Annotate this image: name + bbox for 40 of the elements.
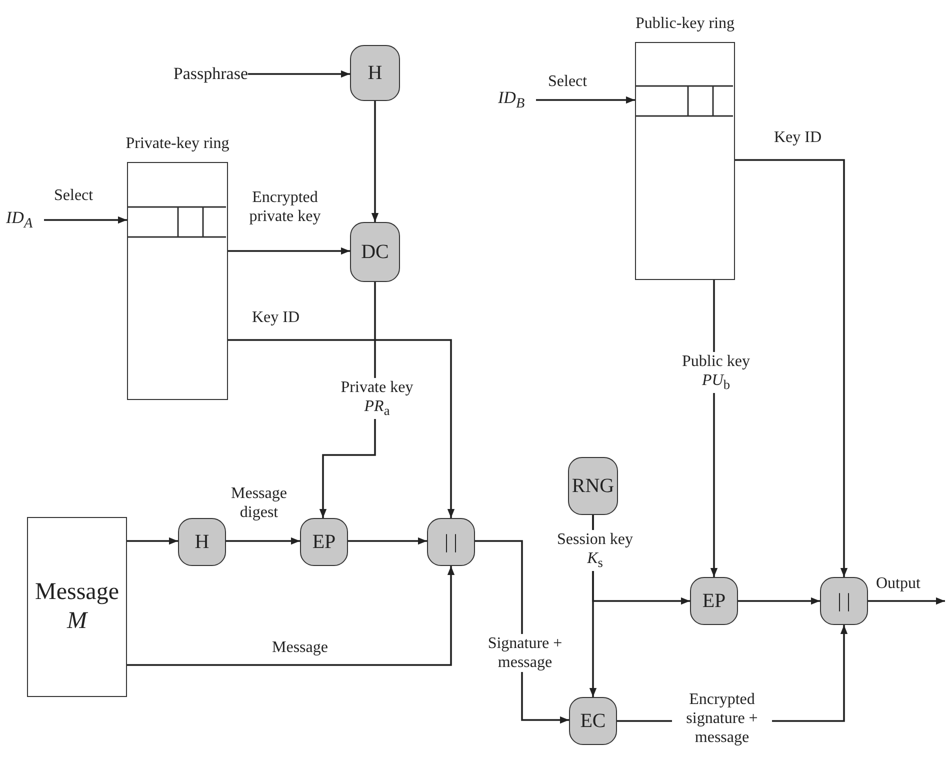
operation-box — [350, 45, 400, 101]
message-label: Message M — [34, 578, 120, 636]
arrow — [868, 597, 945, 605]
operation-label: DC — [361, 240, 389, 264]
operation-box — [568, 457, 618, 515]
operation-label: H — [194, 530, 210, 554]
arrow — [226, 537, 300, 545]
arrow — [738, 597, 820, 605]
arrow — [228, 339, 455, 518]
arrow — [735, 159, 848, 577]
edge-label: Encrypted signature + message — [672, 690, 772, 748]
operation-label: | | — [837, 590, 850, 612]
input-label: ID$_{B}$ — [498, 88, 525, 112]
arrow — [536, 96, 635, 104]
operation-box — [300, 518, 348, 566]
arrow — [228, 247, 350, 255]
operation-box — [690, 577, 738, 625]
operation-label: EP — [312, 530, 336, 554]
operation-label: RNG — [572, 474, 614, 498]
operation-label: H — [368, 62, 382, 84]
input-label: ID$_{A}$ — [6, 208, 33, 232]
arrow — [248, 70, 350, 78]
operation-label: EC — [580, 710, 606, 732]
arrow — [371, 101, 379, 222]
table-heading: Private-key ring — [124, 135, 230, 153]
table-heading: Public-key ring — [634, 15, 736, 33]
operation-box — [178, 518, 226, 566]
arrow — [348, 537, 427, 545]
operation-label: EP — [702, 590, 726, 612]
arrow — [127, 566, 455, 666]
input-label: Passphrase — [173, 64, 248, 84]
operation-box — [427, 518, 475, 566]
arrow — [127, 537, 178, 545]
operation-label: | | — [444, 530, 458, 554]
message-box — [27, 517, 127, 697]
operation-box — [820, 577, 868, 625]
operation-box — [350, 222, 400, 282]
operation-box — [569, 697, 617, 745]
edge-label: Output — [874, 574, 922, 594]
arrow — [44, 216, 127, 224]
